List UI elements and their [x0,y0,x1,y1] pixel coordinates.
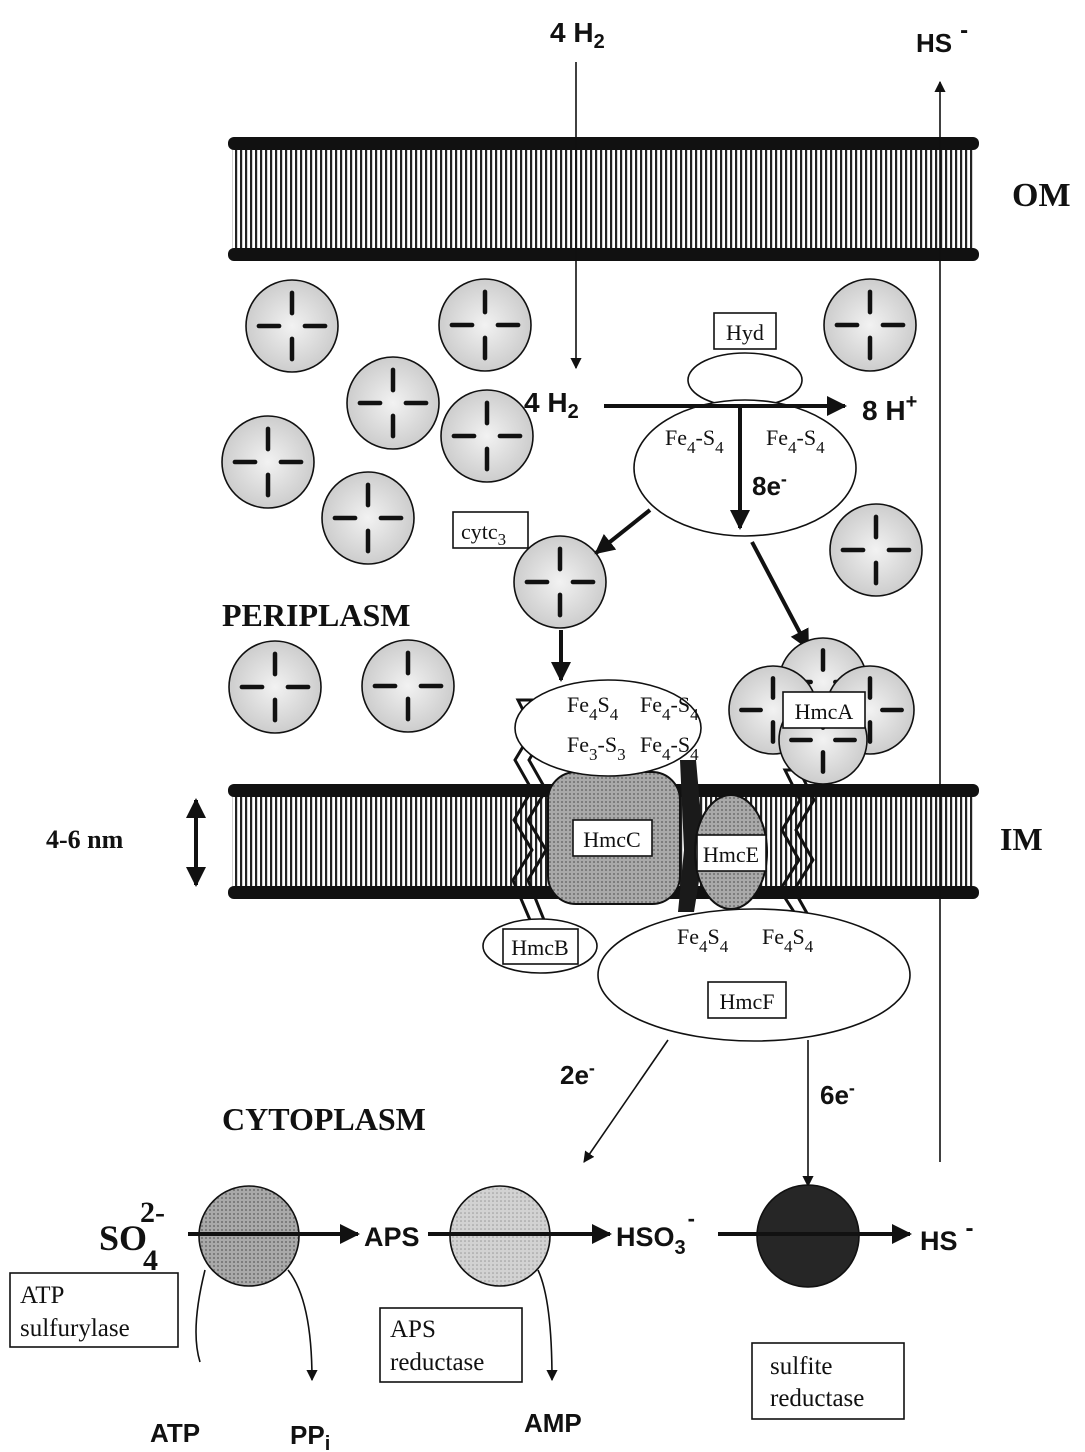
ppi-label: PPi [290,1420,330,1452]
periplasm-label: PERIPLASM [222,597,410,633]
arrow-to-cytc3 [596,510,650,553]
cytochrome-c3-heme [830,504,922,596]
amp-label: AMP [524,1408,582,1438]
cytochrome-c3-heme [229,641,321,733]
hydrogenase: Hyd Fe4-S4 Fe4-S4 [634,313,856,536]
sulfide-bottom-label: HS- [920,1215,974,1256]
cytochrome-c3-heme [441,390,533,482]
atp-sulfurylase-line1: ATP [20,1282,64,1309]
electrons-6-label: 6e- [820,1078,855,1110]
ppi-output-arrow [288,1270,312,1380]
hmca-label: HmcA [795,699,854,724]
hmcc-label: HmcC [583,827,640,852]
amp-output-arrow [538,1270,552,1380]
electrons-2-label: 2e- [560,1058,595,1090]
sulfite-reductase-line1: sulfite [770,1353,833,1380]
hydrogen-top-label: 4 H2 [550,17,605,53]
hmcb-label: HmcB [511,935,568,960]
hmcf-subunit [598,909,910,1041]
hmcf-label: HmcF [720,989,775,1014]
cytochrome-c3-heme [439,279,531,371]
cytochrome-c3-heme [824,279,916,371]
cytochrome-c3-heme [514,536,606,628]
atp-input-curve [196,1270,205,1362]
proton-label: 8 H+ [862,391,917,426]
hydrogen-mid-label: 4 H2 [524,387,579,423]
cytochrome-c3-heme [347,357,439,449]
cytoplasm-label: CYTOPLASM [222,1101,426,1137]
inner-membrane-label: IM [1000,821,1043,857]
hmce-label: HmcE [703,842,759,867]
arrow-2e-to-aps-reductase [584,1040,668,1162]
aps-label: APS [364,1222,420,1252]
atp-sulfurylase-line2: sulfurylase [20,1315,130,1342]
sulfite-reductase-line2: reductase [770,1385,864,1412]
atp-label: ATP [150,1418,200,1448]
sulfide-top-label: HS- [916,17,968,58]
cytochrome-c3-heme [222,416,314,508]
hydrogenase-large-subunit [634,400,856,536]
aps-reductase-line1: APS [390,1316,436,1343]
hyd-label: Hyd [726,320,764,345]
membrane-width-label: 4-6 nm [46,825,124,854]
outer-membrane [228,137,979,261]
cytochrome-c3-heme [362,640,454,732]
cytochrome-c3-heme [246,280,338,372]
sulfite-label: HSO3- [616,1206,695,1259]
aps-reductase-line2: reductase [390,1349,484,1376]
hydrogenase-small-subunit [688,353,802,407]
outer-membrane-label: OM [1012,177,1071,214]
cytochrome-c3-heme [322,472,414,564]
arrow-to-hmca [752,542,808,648]
